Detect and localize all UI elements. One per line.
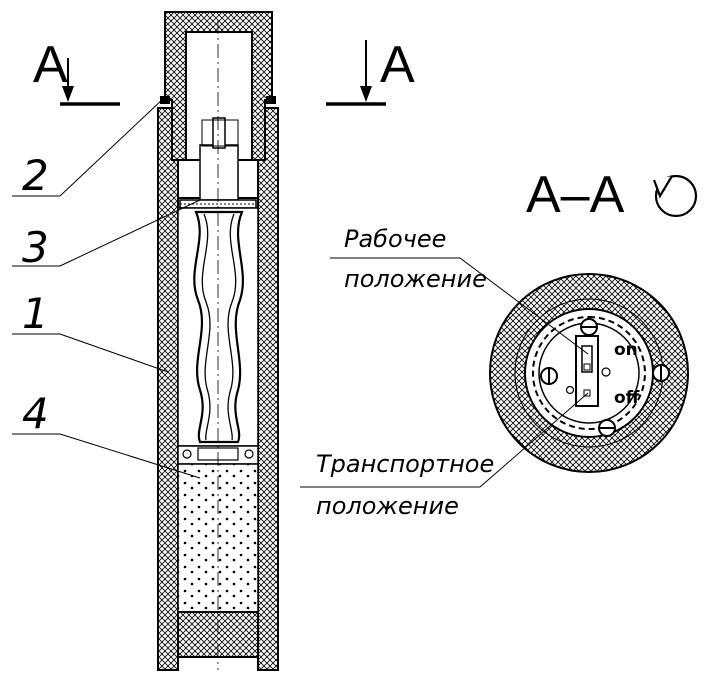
transport-position-callout: Транспортное положение bbox=[300, 392, 589, 520]
screw-bottom bbox=[598, 419, 616, 437]
switch-off-label: off bbox=[614, 388, 640, 408]
callout-2: 2 bbox=[12, 97, 165, 200]
working-position-line1: Рабочее bbox=[344, 225, 446, 253]
seal-right bbox=[266, 96, 276, 104]
transport-position-line2: положение bbox=[316, 492, 459, 520]
switch-on-label: on bbox=[614, 340, 638, 360]
cut-letter-right: А bbox=[380, 36, 415, 94]
working-position-callout: Рабочее положение bbox=[330, 225, 589, 355]
housing-wall-left bbox=[157, 107, 179, 671]
callout-label-1: 1 bbox=[22, 289, 49, 338]
working-position-line2: положение bbox=[344, 265, 487, 293]
callout-1: 1 bbox=[12, 289, 169, 373]
seal-left bbox=[160, 96, 170, 104]
cylinder-assembly bbox=[157, 11, 279, 671]
housing-wall-right bbox=[257, 107, 279, 671]
screw-top bbox=[580, 318, 598, 336]
screw-left bbox=[540, 367, 558, 385]
rotation-icon bbox=[654, 174, 698, 218]
screw-right bbox=[652, 364, 670, 382]
switch-body bbox=[199, 144, 239, 201]
section-marker-right: А bbox=[326, 36, 415, 106]
gear-ring bbox=[531, 316, 646, 430]
callout-3: 3 bbox=[12, 199, 201, 272]
cut-letter-left: А bbox=[33, 36, 68, 94]
switch-housing-top bbox=[201, 119, 239, 147]
callout-label-3: 3 bbox=[22, 223, 49, 272]
switch-lever bbox=[212, 117, 226, 149]
callout-label-2: 2 bbox=[22, 151, 49, 200]
section-marker-left: А bbox=[33, 36, 120, 106]
callout-label-4: 4 bbox=[22, 389, 49, 438]
callout-4: 4 bbox=[12, 389, 201, 479]
wavy-element bbox=[193, 210, 244, 444]
transport-position-line1: Транспортное bbox=[316, 450, 494, 478]
cross-section-view: on off bbox=[489, 273, 689, 473]
view-title: А–А bbox=[526, 166, 625, 224]
section-view-title: А–А bbox=[526, 166, 698, 224]
